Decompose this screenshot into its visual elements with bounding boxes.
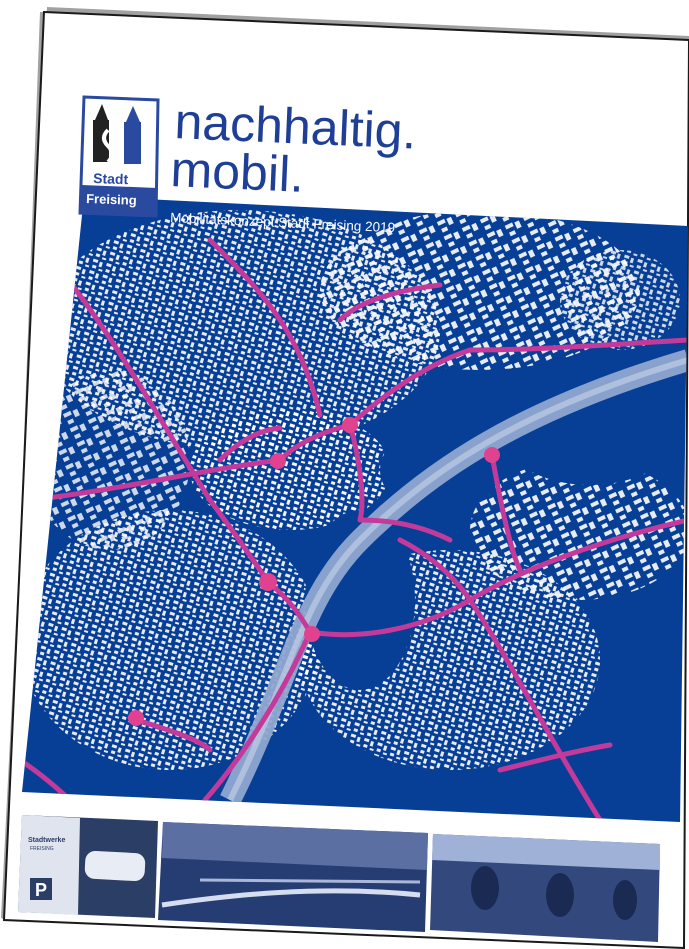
freising-coat-of-arms-icon bbox=[78, 95, 160, 218]
logo-text-line2: Freising bbox=[86, 191, 137, 208]
parking-sign-letter: P bbox=[35, 880, 47, 900]
cover-title-line2: mobil. bbox=[170, 141, 306, 203]
parking-sign-icon bbox=[30, 878, 52, 900]
cover-title-line1: nachhaltig. bbox=[174, 93, 418, 159]
photo-strip bbox=[18, 815, 660, 942]
city-map bbox=[22, 210, 688, 822]
mobility-hubs bbox=[128, 417, 500, 726]
photo-sign-subtext: FREISING bbox=[30, 846, 54, 852]
cycle-routes bbox=[22, 237, 688, 822]
logo-text-line1: Stadt bbox=[93, 170, 129, 187]
photo-sign-text: Stadtwerke bbox=[28, 837, 65, 844]
